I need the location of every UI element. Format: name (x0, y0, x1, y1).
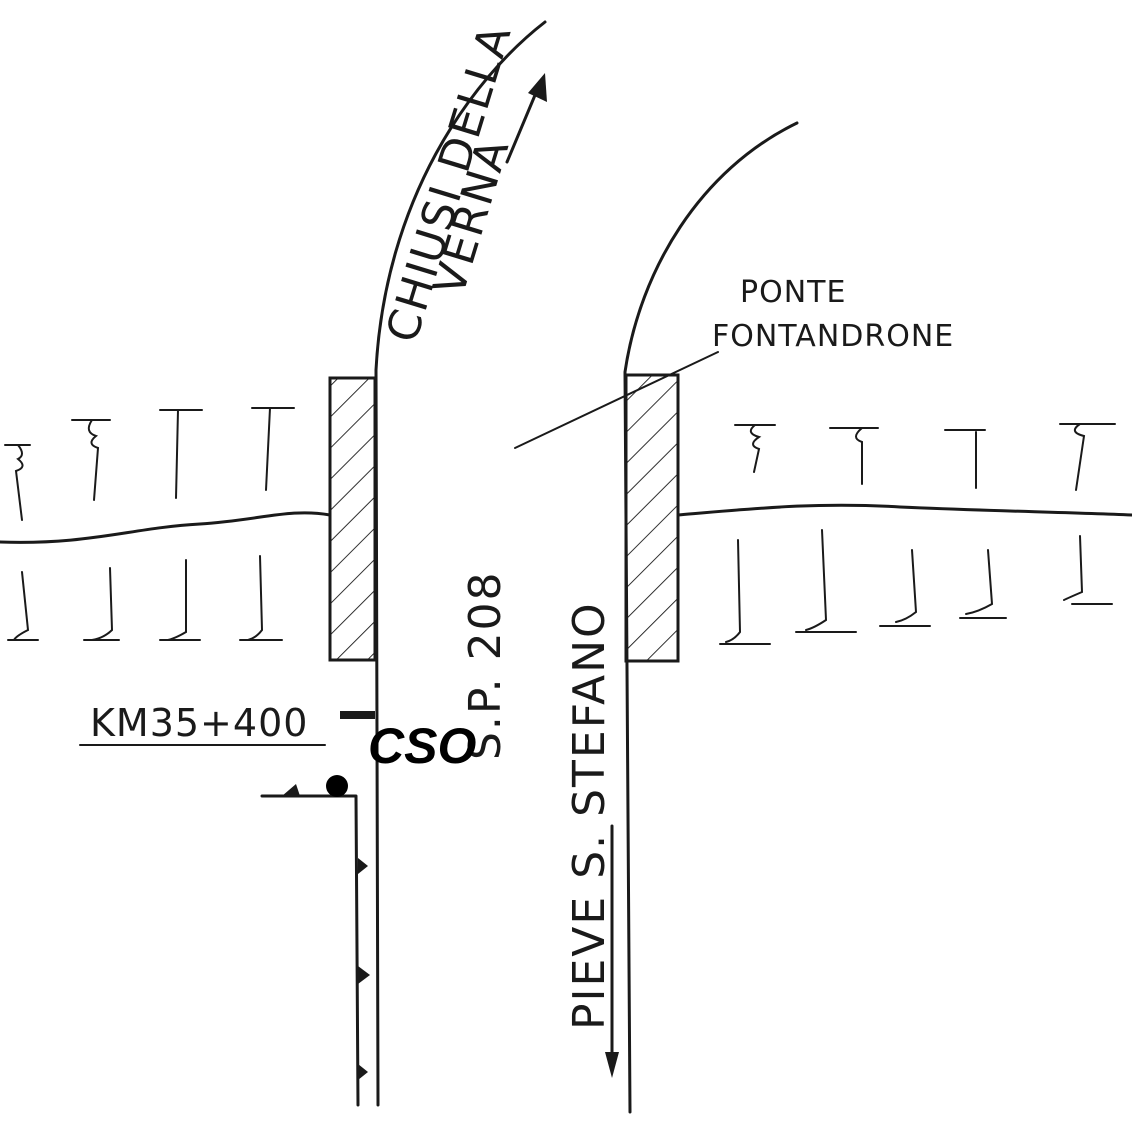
marker-label: CSO (368, 718, 476, 774)
bridge-label-line1: PONTE (740, 275, 846, 310)
road-code-label: S.P. 208 (460, 570, 511, 760)
marker-dot (326, 775, 348, 797)
arrow-north-icon (505, 73, 547, 164)
bridge-parapet-left (328, 376, 377, 662)
guardrail-marks (282, 784, 370, 1080)
river-line-left (0, 511, 332, 544)
bridge-label-line2: FONTANDRONE (712, 319, 954, 354)
road-south-label: PIEVE S. STEFANO (564, 601, 615, 1030)
river-bank-marks-lower-right (719, 529, 1113, 645)
km-tick-mark (340, 711, 375, 719)
river-line-right (676, 503, 1132, 517)
river-bank-marks-upper-left (4, 407, 295, 521)
bridge-leader-line (514, 351, 719, 449)
road-left-edge (374, 20, 547, 1107)
road-right-edge (623, 121, 799, 1114)
bridge-parapet-right (624, 373, 680, 663)
river-bank-marks-upper-right (734, 423, 1116, 491)
arrow-south-icon (605, 824, 619, 1078)
guardrail-line (260, 794, 360, 1107)
km-label: KM35+400 (90, 701, 308, 745)
river-bank-marks-lower-left (7, 555, 283, 641)
